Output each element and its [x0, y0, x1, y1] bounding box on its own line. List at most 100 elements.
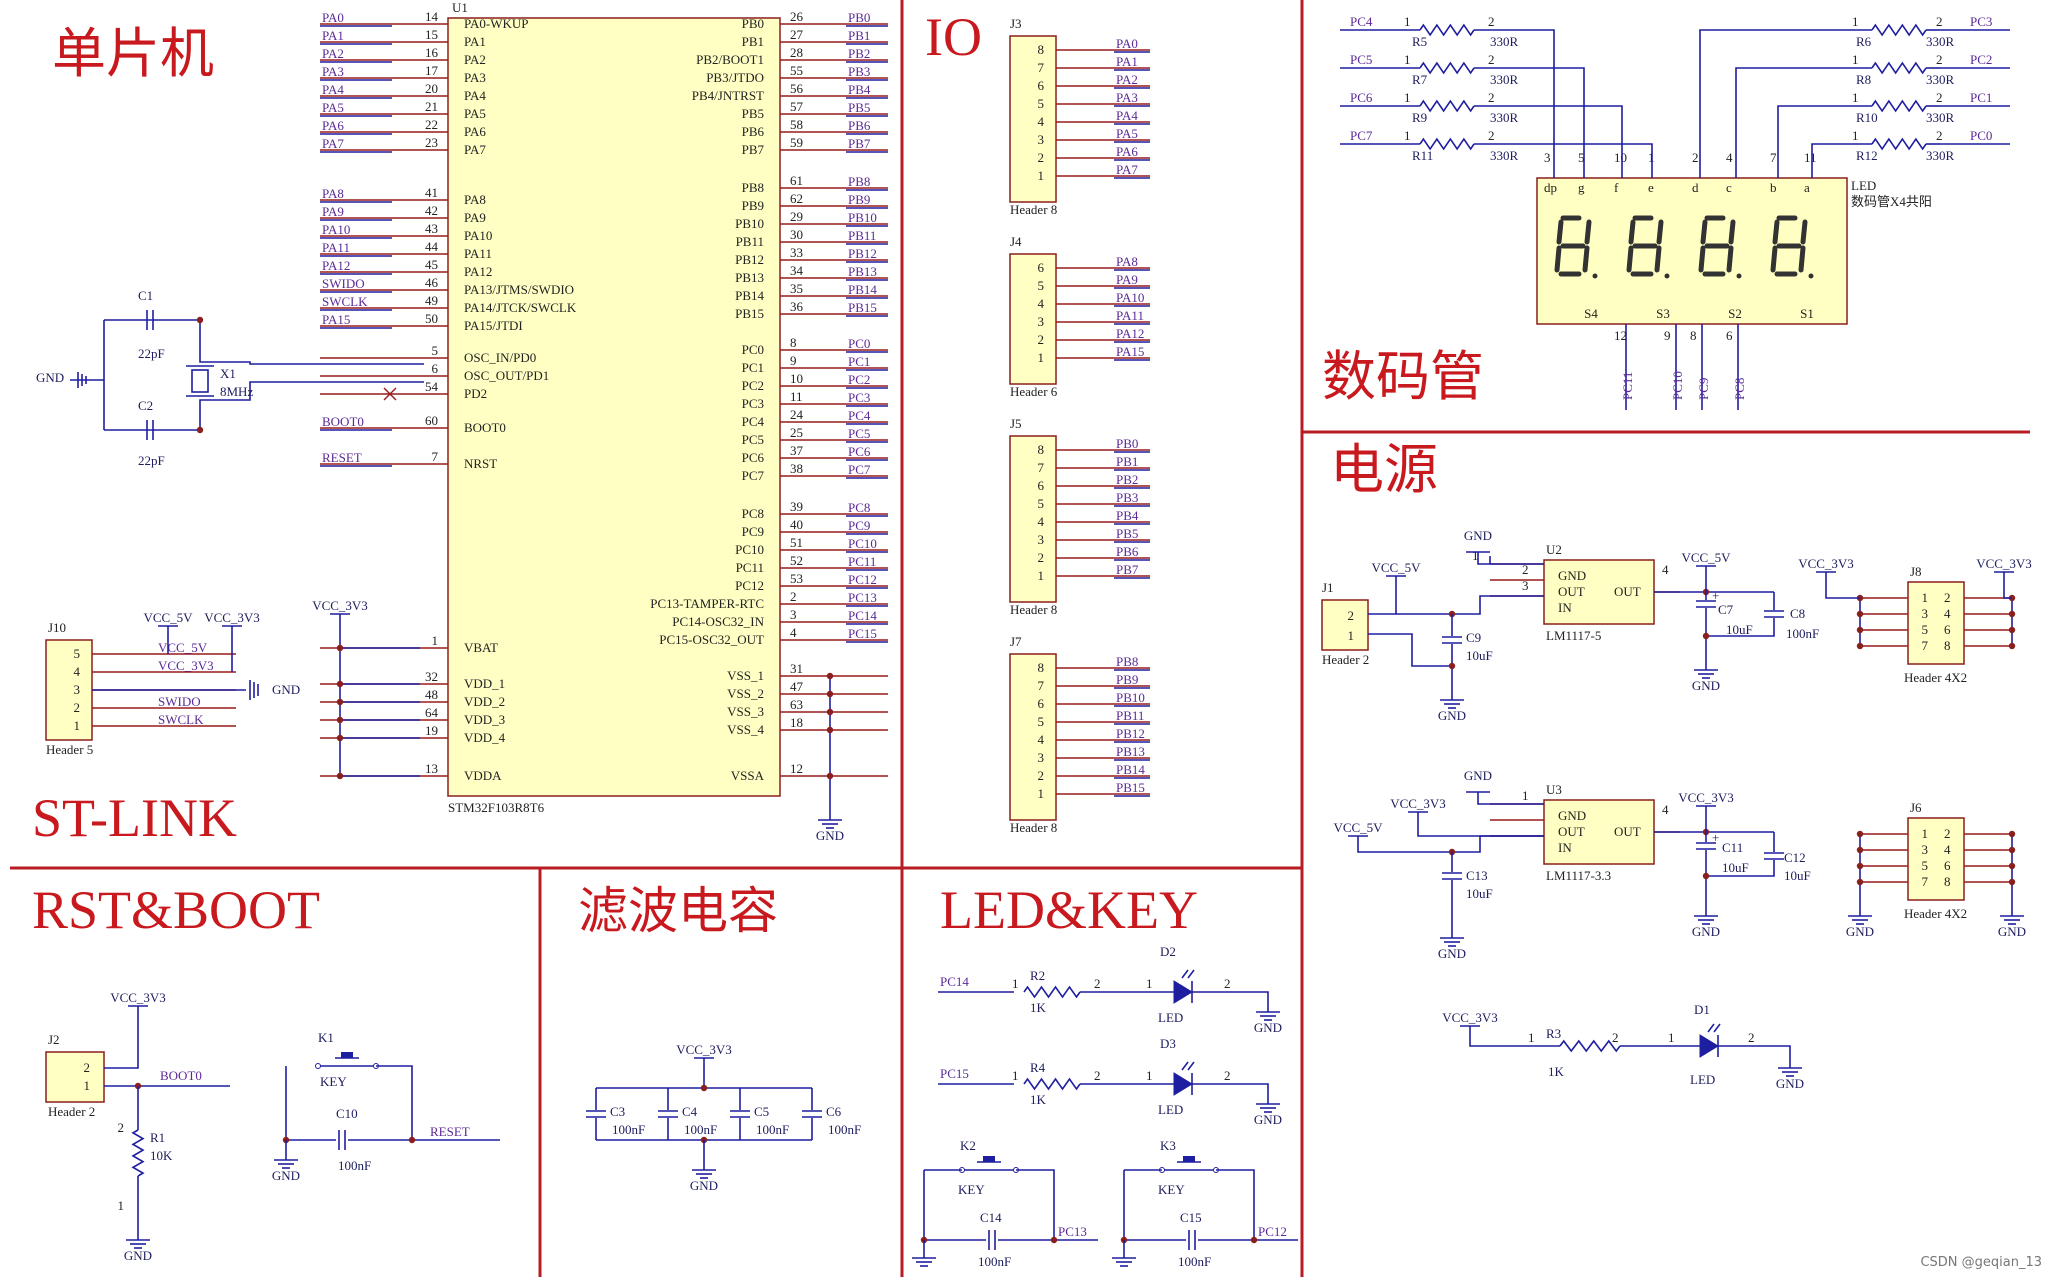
digit-label: S3 — [1656, 306, 1670, 321]
ground-label: GND — [1692, 924, 1720, 939]
net-label: PC3 — [1970, 14, 1992, 29]
led-ref: D3 — [1160, 1036, 1176, 1051]
wire — [1016, 1169, 1055, 1240]
net-label: PC13 — [1058, 1224, 1087, 1239]
net-label: PA10 — [1116, 290, 1144, 305]
net-label: PB5 — [848, 100, 870, 115]
io-header-j7 — [1009, 653, 1057, 821]
header-name: Header 8 — [1010, 820, 1057, 835]
key-terminal — [315, 1063, 321, 1069]
net-label: PC13 — [848, 590, 877, 605]
digit-label: S1 — [1800, 306, 1814, 321]
junction-dot — [1856, 846, 1864, 854]
key-cap — [341, 1052, 353, 1058]
mcu-pin-number: 41 — [425, 185, 438, 200]
header-pin-number: 4 — [1944, 842, 1951, 857]
net-label: PA15 — [1116, 344, 1144, 359]
led-ray — [1713, 1023, 1721, 1033]
mcu-pin-name: PB15 — [735, 306, 764, 321]
seven-seg-digit — [1626, 215, 1670, 279]
net-label: PB2 — [848, 46, 870, 61]
mcu-pin-name: PC6 — [742, 450, 765, 465]
header-pin-number: 8 — [1944, 874, 1951, 889]
segment — [1556, 219, 1564, 245]
header-pin-number: 7 — [1922, 638, 1929, 653]
display-pin-number: 5 — [1578, 150, 1585, 165]
mcu-pin-number: 22 — [425, 117, 438, 132]
mcu-pin-name: PC14-OSC32_IN — [672, 614, 764, 629]
junction-dot — [826, 690, 834, 698]
header-pin-number: 4 — [1944, 606, 1951, 621]
header-pin-number: 2 — [84, 1060, 91, 1075]
mcu-pin-number: 60 — [425, 413, 438, 428]
segment — [1726, 245, 1734, 273]
section-title-filter: 滤波电容 — [578, 882, 778, 940]
header-pin-number: 8 — [1038, 660, 1045, 675]
ground-symbol: GND — [1438, 928, 1466, 961]
key-cap-ref: C15 — [1180, 1210, 1202, 1225]
net-label: PA12 — [322, 258, 350, 273]
c11-value: 10uF — [1722, 860, 1749, 875]
resistor-value: 330R — [1490, 148, 1519, 163]
reg-pin-in: IN — [1558, 840, 1572, 855]
mcu-pin-name: PA12 — [464, 264, 492, 279]
power-port-label: VCC_5V — [1371, 560, 1421, 575]
mcu-pin-number: 52 — [790, 553, 803, 568]
pin-number: 1 — [1852, 128, 1859, 143]
mcu-pin-number: 39 — [790, 499, 803, 514]
net-label: PA4 — [322, 82, 344, 97]
mcu-pin-number: 49 — [425, 293, 438, 308]
net-label: PC3 — [848, 390, 870, 405]
mcu-pin-name: PC12 — [735, 578, 764, 593]
net-label: PA5 — [322, 100, 344, 115]
mcu-pin-number: 17 — [425, 63, 439, 78]
net-label: PC12 — [1258, 1224, 1287, 1239]
mcu-pin-name: PC4 — [742, 414, 765, 429]
mcu-pin-name: PB4/JNTRST — [692, 88, 764, 103]
header-pin-number: 2 — [1944, 590, 1951, 605]
pin-number: 2 — [1224, 976, 1231, 991]
mcu-pin-name: PA0-WKUP — [464, 16, 529, 31]
ground-label: GND — [816, 828, 844, 843]
ground-symbol: GND — [1692, 660, 1720, 693]
mcu-pin-number: 12 — [790, 761, 803, 776]
section-title-mcu: 单片机 — [52, 22, 214, 85]
header-pin-number: 4 — [1038, 732, 1045, 747]
net-label: PC12 — [848, 572, 877, 587]
segment — [1798, 245, 1806, 273]
resistor — [131, 1129, 145, 1177]
junction-dot — [2008, 862, 2016, 870]
segment — [1654, 245, 1662, 273]
mcu-pin-number: 30 — [790, 227, 803, 242]
mcu-pin-name: VSS_4 — [727, 722, 764, 737]
mcu-pin-number: 3 — [790, 607, 797, 622]
mcu-pin-name: PA14/JTCK/SWCLK — [464, 300, 577, 315]
mcu-pin-name: VSS_2 — [727, 686, 764, 701]
resistor-ref: R4 — [1030, 1060, 1046, 1075]
header-pin-number: 5 — [1922, 858, 1929, 873]
header-pin-number: 6 — [1038, 260, 1045, 275]
crystal — [191, 369, 209, 393]
header-pin-number: 4 — [74, 664, 81, 679]
mcu-pin-name: PC1 — [742, 360, 764, 375]
ground-label: GND — [1438, 708, 1466, 723]
mcu-pin-number: 16 — [425, 45, 439, 60]
net-label: PA15 — [322, 312, 350, 327]
header-ref: J3 — [1010, 16, 1022, 31]
display-pin-number: 8 — [1690, 328, 1697, 343]
header-j2 — [45, 1051, 105, 1103]
key-label: KEY — [958, 1182, 985, 1197]
c2-ref: C2 — [138, 398, 153, 413]
header-pin-number: 4 — [1038, 296, 1045, 311]
mcu-pin-number: 2 — [790, 589, 797, 604]
net-label: PB0 — [1116, 436, 1138, 451]
filter-cap-value: 100nF — [756, 1122, 789, 1137]
led-ray — [1187, 1061, 1195, 1071]
header-pin-number: 7 — [1038, 60, 1045, 75]
net-label: PB9 — [848, 192, 870, 207]
resistor — [1023, 1077, 1081, 1091]
mcu-pin-name: VDD_3 — [464, 712, 505, 727]
gnd-label: GND — [1464, 768, 1492, 783]
header-pin-number: 2 — [1038, 768, 1045, 783]
mcu-pin-number: 24 — [790, 407, 804, 422]
